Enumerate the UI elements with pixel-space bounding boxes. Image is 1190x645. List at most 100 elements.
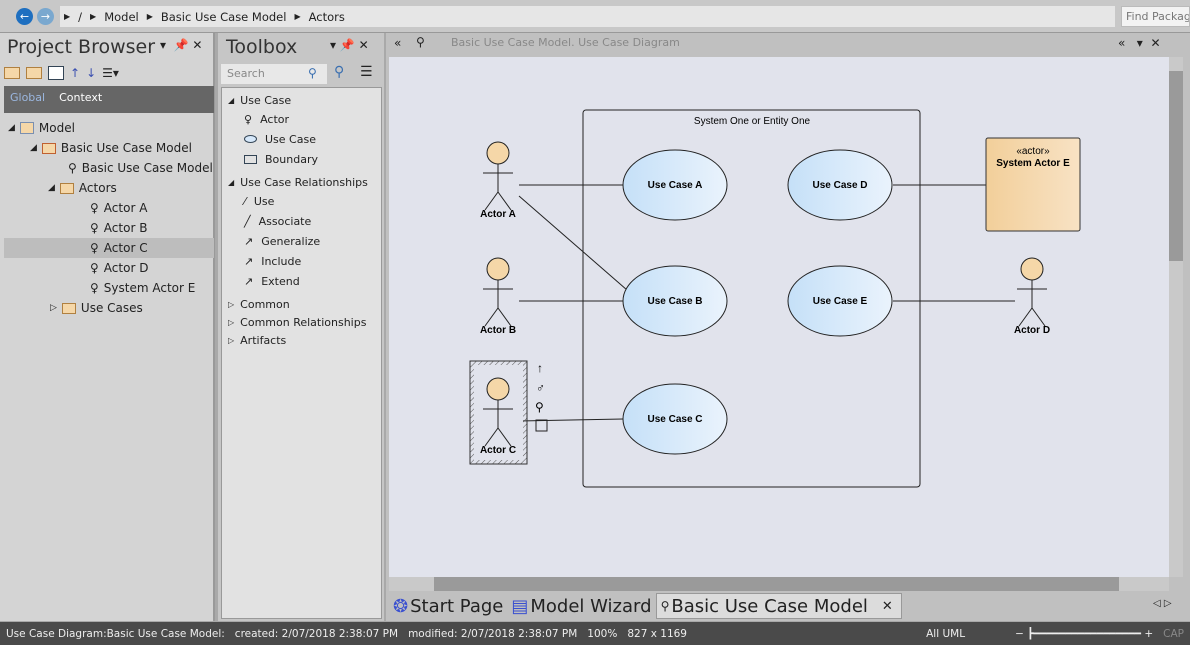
project-browser-toolbar: ↑ ↓ ☰▾ — [4, 62, 119, 84]
use-case-a[interactable]: Use Case A — [622, 149, 728, 221]
tab-start-page[interactable]: ❂Start Page — [393, 595, 504, 617]
status-bar: Use Case Diagram:Basic Use Case Model: c… — [0, 622, 1190, 645]
diagram-header: Basic Use Case Model. Use Case Diagram — [451, 36, 680, 49]
actor-label: Actor B — [480, 325, 516, 336]
tree-node-system-actor-e[interactable]: ♀System Actor E — [90, 281, 196, 295]
use-case-b[interactable]: Use Case B — [622, 265, 728, 337]
use-case-diagram: System One or Entity One Use Case A Use … — [469, 109, 1081, 488]
tool-actor[interactable]: ♀Actor — [244, 112, 290, 126]
svg-text:Use Case B: Use Case B — [647, 296, 702, 307]
boundary-label: System One or Entity One — [694, 116, 811, 127]
actor-icon: ♀ — [90, 241, 99, 255]
extend-icon: ↗ — [244, 274, 254, 288]
navigation-bar: ← → ▶/ ▶Model ▶Basic Use Case Model ▶Act… — [0, 0, 1190, 33]
project-browser-title: Project Browser — [7, 36, 156, 58]
tool-associate[interactable]: ╱Associate — [244, 214, 312, 228]
group-common-relationships[interactable]: ▷Common Relationships — [228, 315, 367, 329]
svg-text:Use Case E: Use Case E — [813, 296, 868, 307]
tab-scroll-icons[interactable]: ◁ ▷ — [1153, 598, 1172, 609]
group-use-case-relationships[interactable]: ◢Use Case Relationships — [228, 175, 368, 189]
breadcrumb-model[interactable]: Model — [104, 9, 139, 24]
wizard-icon: ▤ — [511, 595, 529, 617]
tool-use[interactable]: ⁄Use — [244, 194, 275, 208]
status-created: created: 2/07/2018 2:38:07 PM — [234, 627, 399, 640]
panel-menu-icon[interactable]: ▾ 📌 ✕ — [160, 38, 203, 52]
diagram-icon: ⚲ — [660, 599, 670, 613]
breadcrumb: ▶/ ▶Model ▶Basic Use Case Model ▶Actors — [60, 6, 1115, 27]
svg-text:⚲: ⚲ — [535, 400, 544, 414]
diagram-type-icon: ⚲ — [416, 35, 425, 49]
svg-text:Use Case A: Use Case A — [648, 180, 703, 191]
actor-b[interactable]: Actor B — [480, 257, 516, 336]
close-tab-icon[interactable]: ✕ — [881, 598, 893, 614]
tool-generalize[interactable]: ↗Generalize — [244, 234, 321, 248]
tab-basic-use-case-model[interactable]: ⚲Basic Use Case Model✕ — [655, 593, 902, 619]
tool-use-case[interactable]: Use Case — [222, 129, 381, 149]
use-case-d[interactable]: Use Case D — [787, 149, 893, 221]
forward-icon[interactable]: → — [37, 8, 54, 25]
back-icon[interactable]: ← — [16, 8, 33, 25]
vertical-scrollbar[interactable] — [1169, 57, 1183, 577]
horizontal-scrollbar[interactable] — [389, 577, 1169, 591]
tree-node-actor-c[interactable]: ♀Actor C — [4, 238, 214, 258]
group-artifacts[interactable]: ▷Artifacts — [228, 333, 287, 347]
folder-icon[interactable] — [26, 67, 42, 79]
tree-node-use-cases-folder[interactable]: ▷Use Cases — [50, 301, 143, 315]
breadcrumb-root[interactable]: / — [78, 9, 83, 24]
folder-icon — [59, 182, 74, 194]
zoom-slider[interactable]: − ┣━━━━━━━━━━━━━━━━━ + — [1015, 627, 1154, 640]
toolbox-menu-icon[interactable]: ☰ — [360, 64, 373, 80]
use-case-c[interactable]: Use Case C — [622, 383, 728, 455]
tab-context[interactable]: Context — [59, 91, 103, 104]
association-a-b — [518, 195, 628, 291]
collapse-icon[interactable]: « — [394, 36, 402, 50]
tree-node-diagram[interactable]: ⚲Basic Use Case Model — [68, 161, 213, 175]
toolbox-search-input[interactable]: Search — [221, 64, 327, 84]
menu-icon[interactable]: ☰▾ — [102, 66, 119, 80]
actor-label: Actor A — [480, 209, 516, 220]
tab-model-wizard[interactable]: ▤Model Wizard — [511, 595, 652, 617]
search-icon[interactable]: ⚲ — [308, 66, 317, 80]
actor-label: Actor C — [480, 445, 516, 456]
tool-boundary[interactable]: Boundary — [222, 149, 381, 169]
actor-icon: ♀ — [90, 261, 99, 275]
breadcrumb-actors[interactable]: Actors — [308, 9, 345, 24]
move-down-icon[interactable]: ↓ — [86, 66, 97, 80]
use-case-e[interactable]: Use Case E — [787, 265, 893, 337]
actor-a[interactable]: Actor A — [480, 141, 516, 220]
move-up-icon[interactable]: ↑ — [70, 66, 81, 80]
breadcrumb-package[interactable]: Basic Use Case Model — [160, 9, 287, 24]
boundary-icon — [244, 154, 257, 164]
group-use-case[interactable]: ◢Use Case — [228, 93, 292, 107]
system-actor-e[interactable]: «actor» System Actor E — [985, 137, 1081, 232]
group-common[interactable]: ▷Common — [228, 297, 290, 311]
diagram-tree-icon[interactable] — [48, 66, 64, 80]
tree-node-actor-b[interactable]: ♀Actor B — [90, 221, 148, 235]
find-icon[interactable]: ⚲ — [334, 64, 345, 80]
diagram-controls[interactable]: « ▾ ✕ — [1118, 36, 1161, 50]
actor-c[interactable]: Actor C — [480, 377, 516, 456]
tree-node-actor-d[interactable]: ♀Actor D — [90, 261, 149, 275]
tool-extend[interactable]: ↗Extend — [244, 274, 300, 288]
tab-global[interactable]: Global — [10, 91, 46, 104]
tool-include[interactable]: ↗Include — [244, 254, 302, 268]
status-zoom: 100% — [587, 627, 618, 640]
tree-node-model[interactable]: ◢Model — [8, 121, 75, 135]
status-size: 827 x 1169 — [627, 627, 687, 640]
associate-icon: ╱ — [244, 214, 251, 228]
new-package-icon[interactable] — [4, 67, 20, 79]
tree-node-package[interactable]: ◢Basic Use Case Model — [30, 141, 192, 155]
tree-node-actors-folder[interactable]: ◢Actors — [48, 181, 117, 195]
find-package-input[interactable]: Find Package — [1121, 6, 1190, 27]
svg-text:«actor»: «actor» — [1016, 146, 1050, 157]
diagram-canvas[interactable]: System One or Entity One Use Case A Use … — [389, 57, 1169, 577]
actor-d[interactable]: Actor D — [1014, 257, 1050, 336]
tree-node-actor-a[interactable]: ♀Actor A — [90, 201, 148, 215]
actor-icon: ♀ — [244, 112, 253, 126]
diagram-icon: ⚲ — [68, 161, 77, 175]
browser-tabs: Global Context — [4, 86, 214, 113]
actor-icon: ♀ — [90, 221, 99, 235]
toolbox-controls[interactable]: ▾ 📌 ✕ — [330, 38, 369, 52]
quick-link-toolbar[interactable]: ↑♂⚲ — [535, 361, 548, 432]
status-mode[interactable]: All UML — [926, 627, 966, 640]
